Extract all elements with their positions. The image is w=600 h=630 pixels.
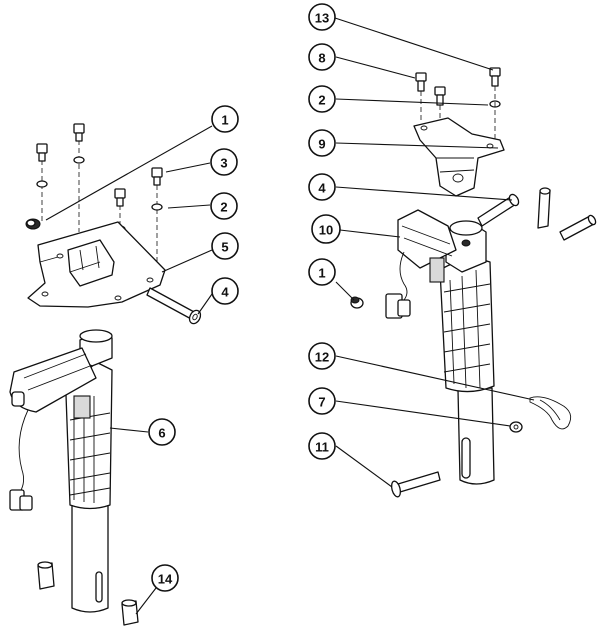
callout-7: 7 (308, 387, 336, 415)
callout-4-left: 4 (211, 277, 239, 305)
bushings-right (537, 187, 597, 241)
svg-text:8: 8 (318, 51, 325, 66)
callout-14: 14 (151, 564, 179, 592)
callout-5: 5 (211, 232, 239, 260)
svg-text:2: 2 (220, 200, 227, 215)
callout-8: 8 (308, 43, 336, 71)
cap-nut-right (350, 296, 364, 309)
leader-lines (45, 17, 535, 615)
callout-11: 11 (308, 432, 336, 460)
callout-1-left: 1 (211, 105, 239, 133)
svg-text:11: 11 (315, 440, 329, 455)
callout-4-right: 4 (308, 173, 336, 201)
callout-1-right: 1 (308, 258, 336, 286)
svg-text:2: 2 (318, 93, 325, 108)
svg-text:1: 1 (318, 266, 325, 281)
callout-13: 13 (308, 3, 336, 31)
callout-2-left: 2 (210, 192, 238, 220)
svg-text:14: 14 (158, 572, 173, 587)
motor-bracket (413, 117, 505, 197)
bushings (37, 561, 139, 626)
svg-text:12: 12 (315, 350, 329, 365)
svg-text:6: 6 (158, 426, 165, 441)
clevis-pin (390, 471, 441, 498)
svg-text:5: 5 (221, 240, 228, 255)
pivot-pin-left (146, 287, 202, 325)
washer-right (509, 421, 523, 433)
svg-text:4: 4 (318, 181, 326, 196)
mounting-plate (27, 221, 166, 308)
svg-text:13: 13 (315, 11, 329, 26)
callout-9: 9 (308, 129, 336, 157)
actuator-right (385, 209, 495, 485)
svg-text:3: 3 (220, 156, 227, 171)
callout-12: 12 (308, 342, 336, 370)
pivot-pin-right (477, 193, 520, 227)
actuator-left (9, 329, 113, 613)
callout-2-right: 2 (308, 85, 336, 113)
svg-text:1: 1 (221, 113, 228, 128)
cotter-pin (529, 396, 572, 430)
callout-3: 3 (210, 148, 238, 176)
svg-text:10: 10 (319, 223, 333, 238)
cap-nut-left (25, 218, 41, 230)
svg-text:9: 9 (318, 137, 325, 152)
svg-text:7: 7 (318, 395, 325, 410)
svg-text:4: 4 (221, 285, 229, 300)
callout-6: 6 (148, 418, 176, 446)
callout-10: 10 (311, 214, 341, 244)
